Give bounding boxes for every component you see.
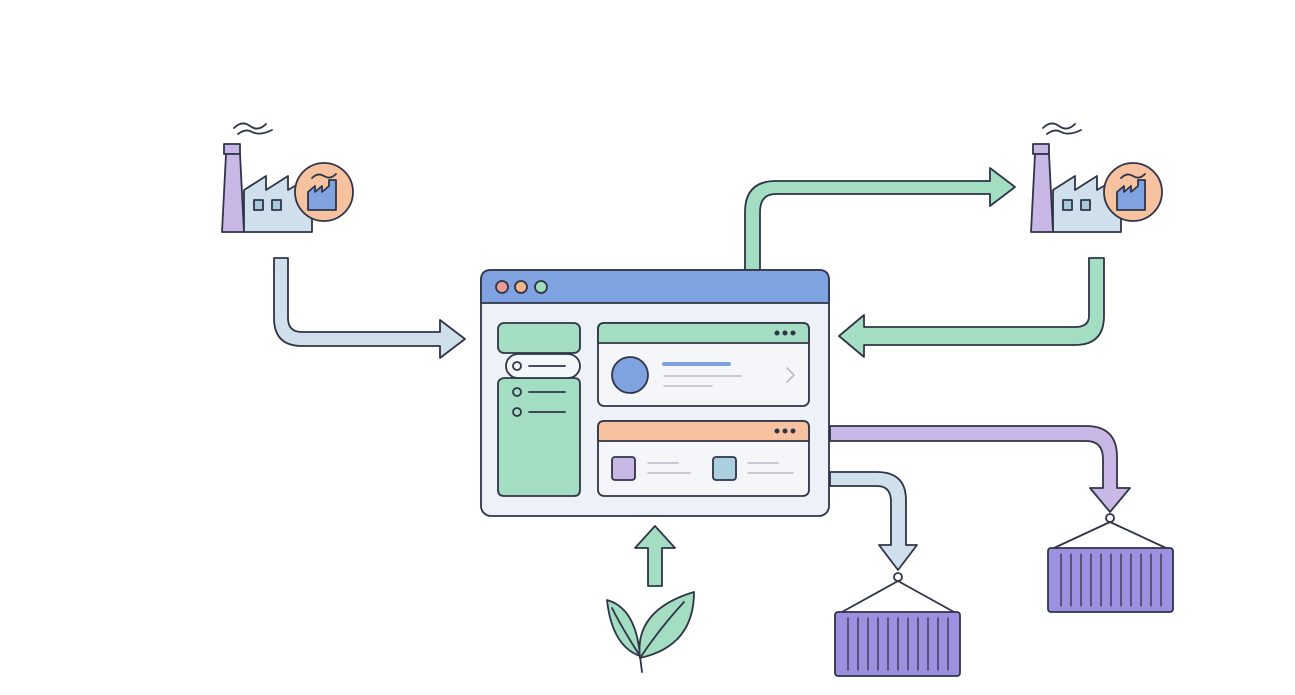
customer-factory-icon <box>1030 122 1163 233</box>
content-card-2 <box>597 420 810 497</box>
supplier-factory-icon <box>221 122 354 233</box>
leaf-icon <box>606 591 695 673</box>
sidebar-item-3-bullet <box>512 407 522 417</box>
arrow-leaf-to-app <box>634 525 676 587</box>
sidebar-item-1-bullet <box>512 361 522 371</box>
window-maximize-dot <box>534 280 548 294</box>
more-dots-icon <box>774 330 780 336</box>
avatar <box>611 356 649 394</box>
app-sidebar <box>497 377 581 497</box>
app-window <box>480 269 830 517</box>
arrow-supplier-to-app <box>273 257 466 359</box>
arrow-app-to-customer <box>744 167 1016 271</box>
arrow-app-to-crate-2 <box>829 425 1131 513</box>
window-close-dot <box>495 280 509 294</box>
more-dots-icon <box>774 428 780 434</box>
app-window-titlebar <box>480 269 830 304</box>
app-sidebar-header <box>497 322 581 354</box>
shipping-crate-icon-2 <box>1047 513 1174 613</box>
item-thumbnail-purple <box>611 456 636 481</box>
shipping-crate-icon-1 <box>834 572 961 677</box>
content-card-1 <box>597 322 810 407</box>
arrow-app-to-crate-1 <box>829 471 918 571</box>
window-minimize-dot <box>514 280 528 294</box>
sidebar-item-2-bullet <box>512 387 522 397</box>
item-thumbnail-blue <box>712 456 737 481</box>
chevron-right-icon <box>786 367 795 383</box>
arrow-customer-to-app <box>838 257 1105 358</box>
